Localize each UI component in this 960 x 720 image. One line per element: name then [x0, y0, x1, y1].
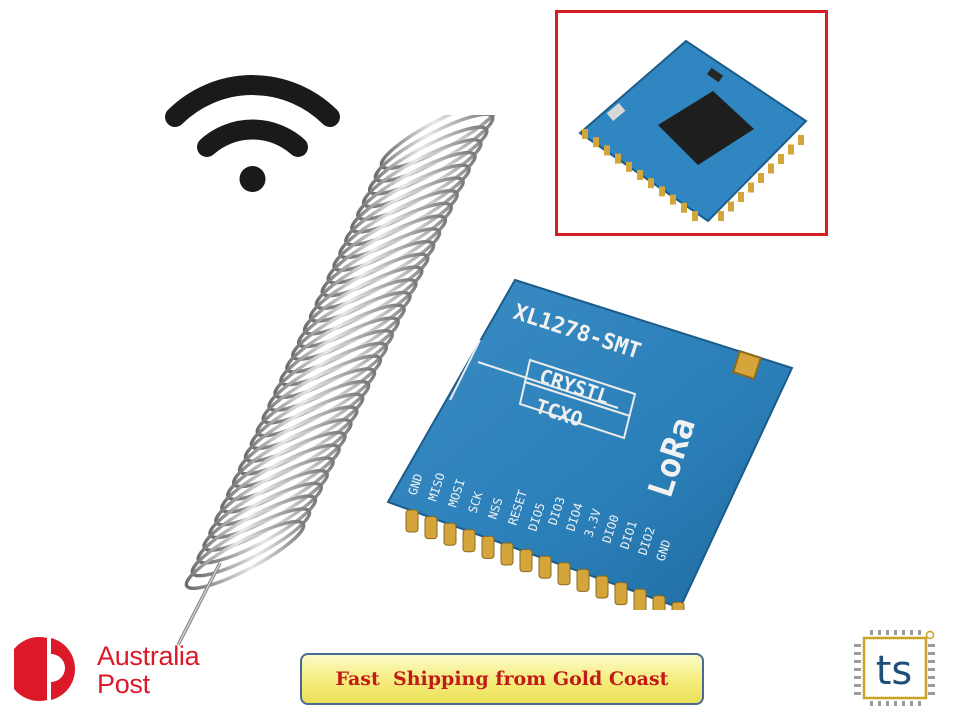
chip-pin — [894, 630, 897, 635]
gold-pad — [614, 582, 628, 606]
inset-pad — [738, 192, 744, 202]
chip-pin — [854, 676, 861, 679]
pin-label: NSS — [486, 496, 506, 521]
inset-pad — [648, 178, 654, 189]
chip-pin — [918, 701, 921, 706]
chip-pin — [854, 660, 861, 663]
pin-label: GND — [654, 538, 674, 563]
gold-pad — [405, 509, 419, 533]
chip-pin — [928, 660, 935, 663]
inset-pad — [748, 182, 754, 193]
inset-pad — [728, 201, 734, 212]
inset-pad — [681, 202, 687, 213]
chip-pin — [910, 630, 913, 635]
australia-post-logo: Australia Post — [12, 632, 232, 702]
gold-pad — [500, 542, 514, 566]
chip-pin — [886, 701, 889, 706]
inset-pad — [659, 186, 665, 197]
inset-pad — [758, 173, 764, 183]
inset-pad — [778, 154, 784, 164]
chip-pin — [928, 692, 935, 695]
ts-logo-text: ts — [876, 648, 913, 694]
chip-pin — [894, 701, 897, 706]
gold-pad — [538, 555, 552, 579]
chip-pin — [928, 676, 935, 679]
inset-pad — [692, 211, 698, 221]
inset-pad — [718, 211, 724, 221]
gold-pad — [481, 535, 495, 559]
pin-label: GND — [406, 472, 426, 497]
ts-logo: ts — [854, 630, 935, 706]
gold-pad — [633, 588, 647, 610]
inset-pad — [670, 194, 676, 205]
gold-pad — [652, 595, 666, 610]
chip-pin — [854, 668, 861, 671]
gold-pad — [443, 522, 457, 546]
wifi-icon — [165, 75, 340, 192]
inset-pad — [637, 170, 643, 180]
chip-pin — [870, 701, 873, 706]
chip-pin — [854, 644, 861, 647]
gold-pad — [462, 529, 476, 553]
chip-pin — [928, 668, 935, 671]
inset-pad — [626, 161, 632, 172]
chip-pin — [902, 630, 905, 635]
chip-pin — [854, 692, 861, 695]
antenna-coil — [184, 519, 306, 591]
chip-pin — [854, 652, 861, 655]
chip-pin — [886, 630, 889, 635]
gold-pad — [519, 549, 533, 573]
chip-pin — [928, 644, 935, 647]
inset-pad — [582, 129, 588, 139]
chip-pin — [928, 684, 935, 687]
chip-pin — [910, 701, 913, 706]
inset-pad — [768, 163, 774, 174]
inset-photo — [555, 10, 828, 236]
inset-pad — [798, 135, 804, 145]
inset-pad — [788, 144, 794, 155]
gold-pad — [424, 516, 438, 540]
inset-pad — [593, 137, 599, 148]
chip-pin — [902, 701, 905, 706]
australia-post-line2: Post — [97, 669, 150, 699]
gold-pad — [595, 575, 609, 599]
chip-pin — [918, 630, 921, 635]
gold-pad — [576, 568, 590, 592]
shipping-banner: Fast Shipping from Gold Coast — [300, 653, 704, 705]
australia-post-symbol — [14, 637, 76, 701]
chip-pin — [870, 630, 873, 635]
inset-pad — [615, 153, 621, 164]
gold-pad — [671, 601, 685, 610]
chip-pin — [928, 652, 935, 655]
australia-post-line1: Australia — [97, 641, 200, 671]
chip-pin — [854, 684, 861, 687]
gold-pad — [557, 562, 571, 586]
inset-pad — [604, 145, 610, 156]
chip-pin — [878, 701, 881, 706]
pin-label: SCK — [466, 489, 486, 515]
chip-pin — [878, 630, 881, 635]
spring-antenna — [176, 115, 501, 646]
